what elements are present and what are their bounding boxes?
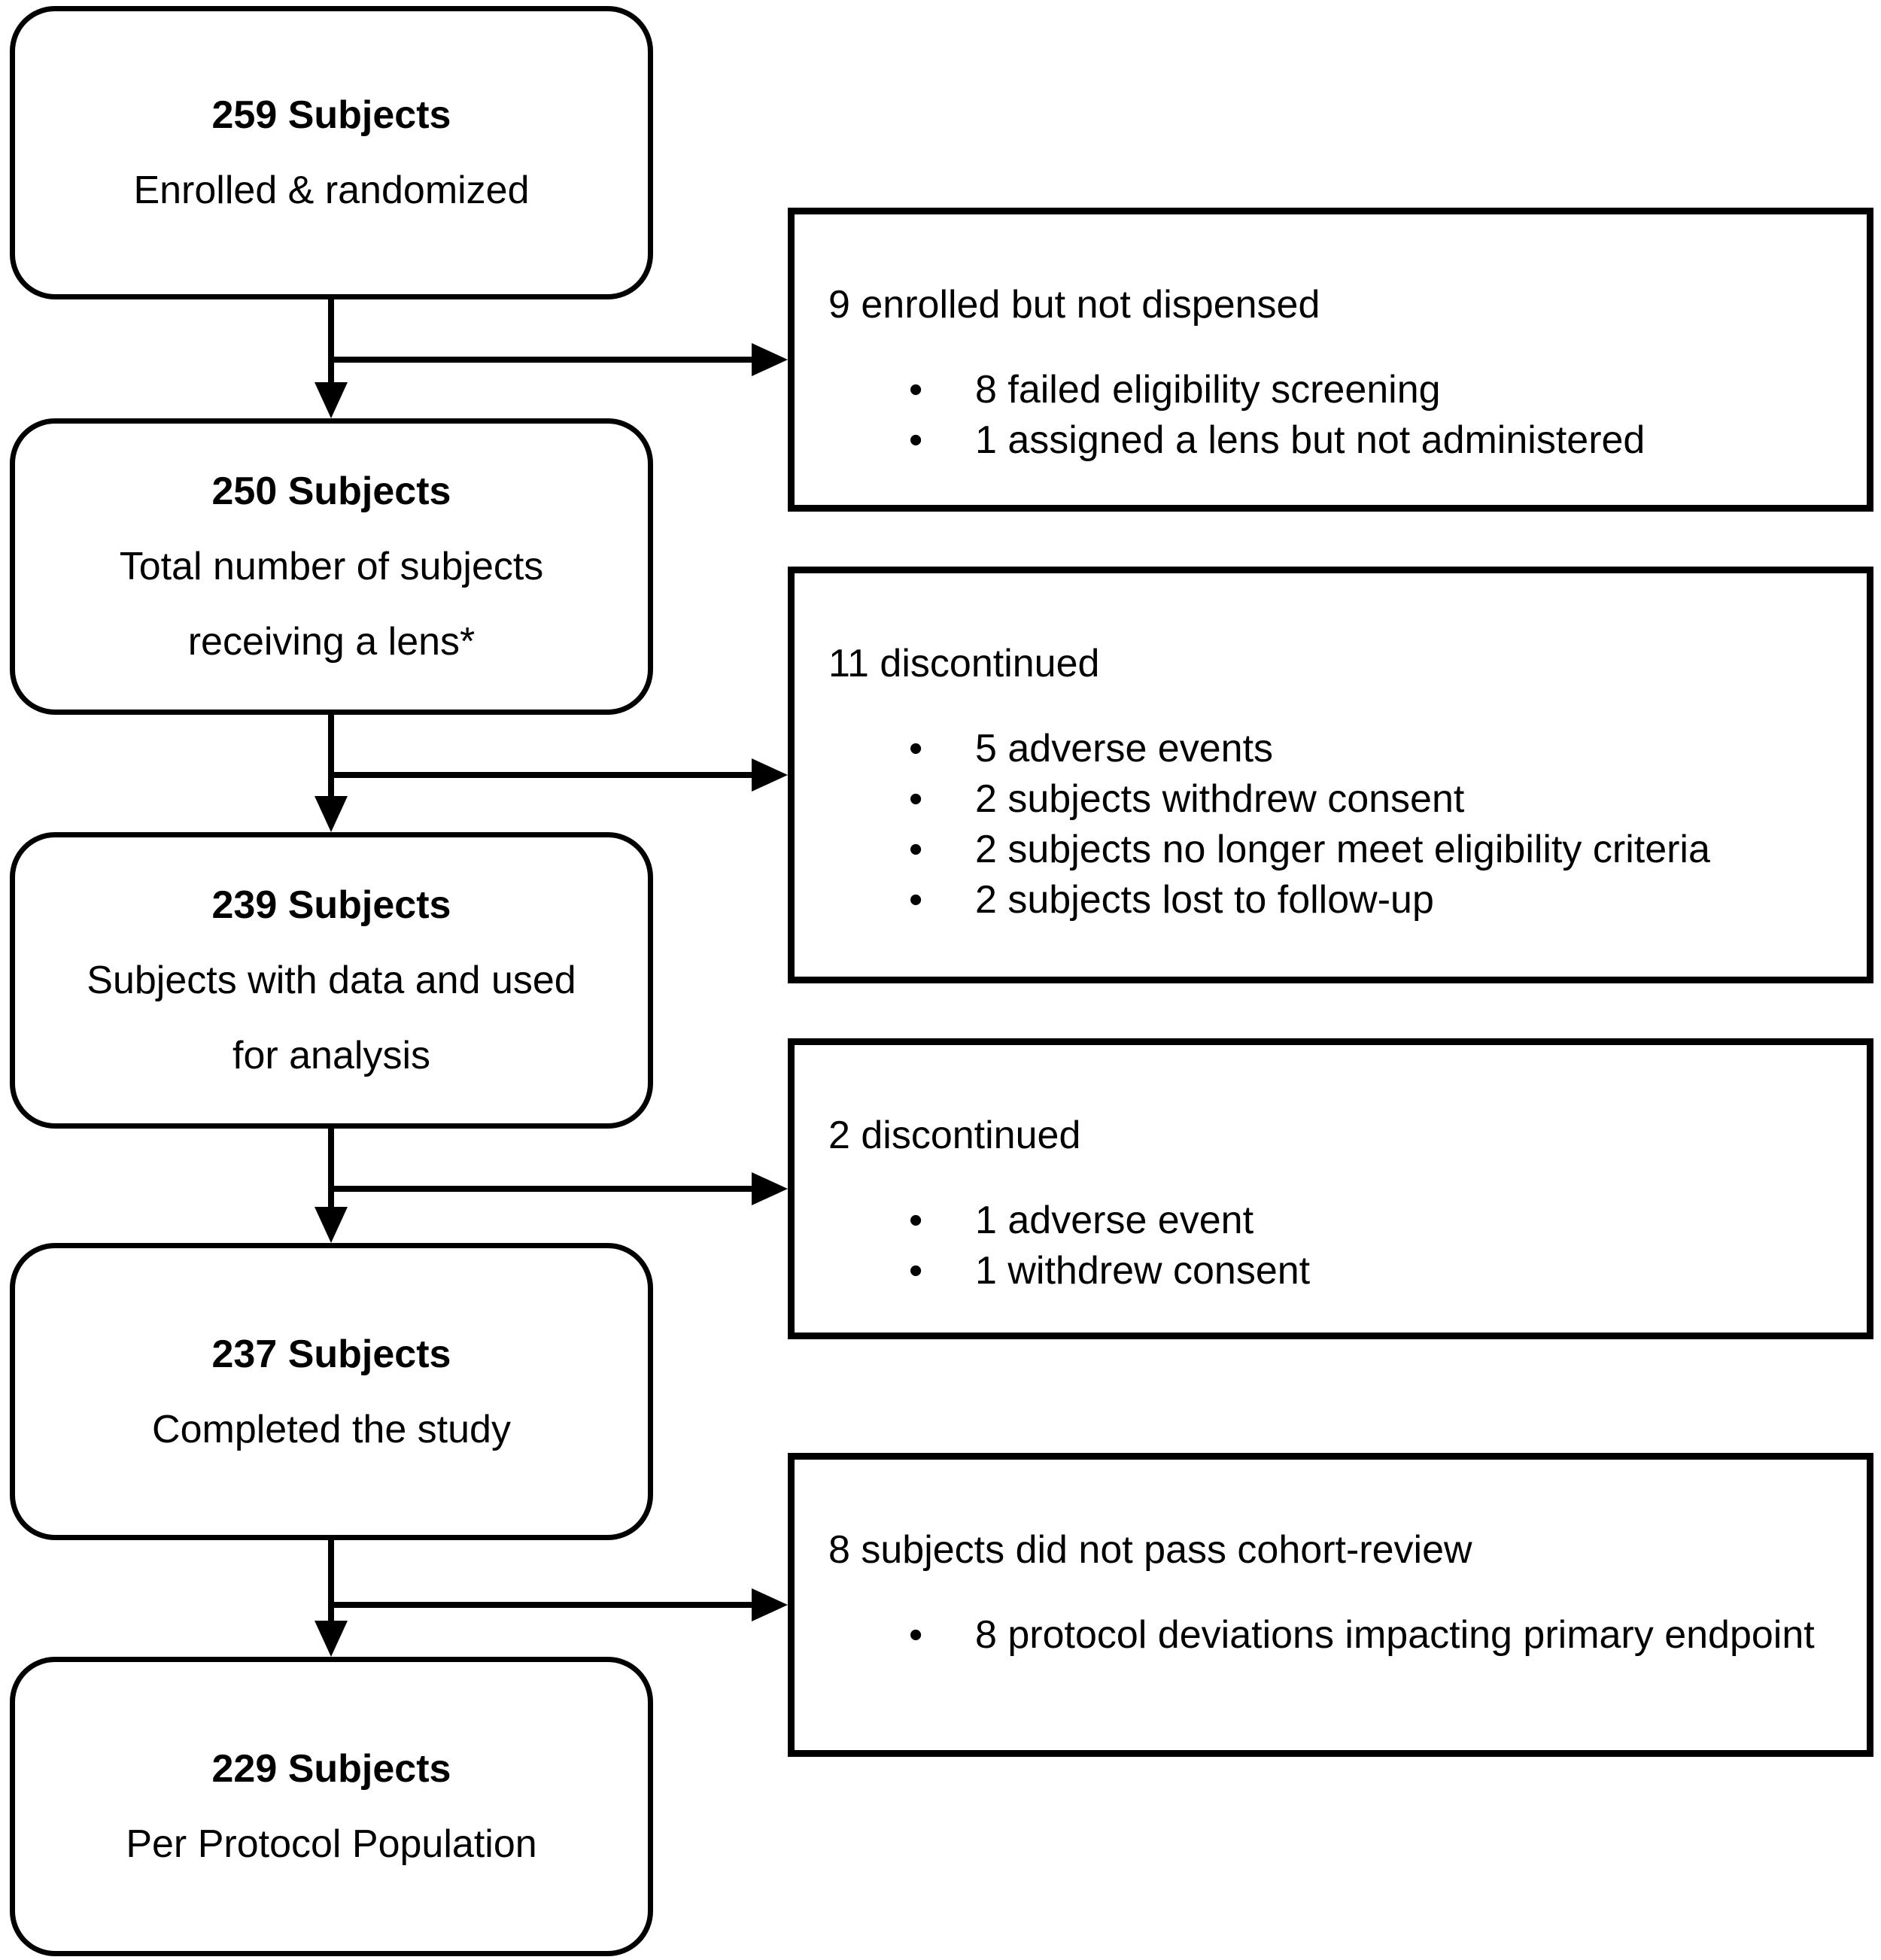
side-box-bullet-list: • 8 protocol deviations impacting primary… [795,1610,1867,1661]
flow-box-completed: 237 Subjects Completed the study [10,1243,653,1540]
bullet-marker: • [909,368,923,412]
connector-line [328,298,334,385]
connector-line [328,1127,334,1210]
bullet-text: 1 adverse event [975,1199,1254,1242]
bullet-item: • 1 withdrew consent [909,1246,1822,1296]
box-title: 250 Subjects [211,469,451,513]
side-box-not-dispensed: 9 enrolled but not dispensed • 8 failed e… [788,208,1873,512]
bullet-item: • 5 adverse events [909,724,1822,774]
down-arrowhead-icon [315,1207,348,1243]
box-subtitle-line: receiving a lens* [187,620,476,664]
branch-line [329,1186,754,1192]
bullet-marker: • [909,727,923,770]
bullet-marker: • [909,1199,923,1242]
bullet-text: 1 assigned a lens but not administered [975,418,1645,462]
side-box-heading: 9 enrolled but not dispensed [828,283,1320,327]
bullet-text: 2 subjects no longer meet eligibility cr… [975,828,1710,871]
side-box-discontinued-2: 2 discontinued • 1 adverse event • 1 withd… [788,1038,1873,1339]
right-arrowhead-icon [752,1172,788,1205]
bullet-marker: • [909,777,923,821]
side-box-heading: 11 discontinued [828,642,1100,685]
box-subtitle-line: for analysis [232,1034,430,1077]
bullet-item: • 8 protocol deviations impacting primary… [909,1610,1822,1661]
flow-box-per-protocol: 229 Subjects Per Protocol Population [10,1657,653,1956]
bullet-item: • 2 subjects no longer meet eligibility c… [909,825,1822,875]
box-subtitle: Enrolled & randomized [133,169,530,212]
flow-box-enrolled: 259 Subjects Enrolled & randomized [10,6,653,299]
branch-line [329,357,754,363]
side-box-bullet-list: • 1 adverse event • 1 withdrew consent [795,1196,1867,1296]
side-box-discontinued-11: 11 discontinued • 5 adverse events • 2 sub… [788,567,1873,983]
side-box-heading: 2 discontinued [828,1114,1081,1157]
side-box-bullet-list: • 8 failed eligibility screening • 1 assig… [795,365,1867,466]
bullet-text: 8 protocol deviations impacting primary … [975,1613,1815,1657]
bullet-item: • 1 adverse event [909,1196,1822,1246]
down-arrowhead-icon [315,796,348,832]
box-title: 229 Subjects [211,1747,451,1791]
bullet-item: • 2 subjects lost to follow-up [909,875,1822,925]
bullet-text: 2 subjects withdrew consent [975,777,1465,821]
bullet-text: 2 subjects lost to follow-up [975,878,1434,922]
right-arrowhead-icon [752,758,788,792]
bullet-text: 5 adverse events [975,727,1274,770]
side-box-bullet-list: • 5 adverse events • 2 subjects withdrew c… [795,724,1867,925]
right-arrowhead-icon [752,1588,788,1621]
bullet-item: • 8 failed eligibility screening [909,365,1822,415]
flow-box-analysis: 239 Subjects Subjects with data and used… [10,832,653,1129]
bullet-item: • 2 subjects withdrew consent [909,774,1822,825]
bullet-item: • 1 assigned a lens but not administered [909,415,1822,466]
box-title: 237 Subjects [211,1332,451,1376]
down-arrowhead-icon [315,382,348,418]
side-box-cohort-review: 8 subjects did not pass cohort-review • 8… [788,1453,1873,1757]
bullet-marker: • [909,418,923,462]
side-box-heading: 8 subjects did not pass cohort-review [828,1528,1472,1572]
bullet-text: 1 withdrew consent [975,1249,1311,1293]
bullet-marker: • [909,1249,923,1293]
bullet-marker: • [909,878,923,922]
bullet-text: 8 failed eligibility screening [975,368,1441,412]
box-subtitle-line: Total number of subjects [119,545,544,588]
down-arrowhead-icon [315,1621,348,1657]
right-arrowhead-icon [752,343,788,376]
box-subtitle: Per Protocol Population [126,1822,537,1866]
bullet-marker: • [909,828,923,871]
box-subtitle: Completed the study [152,1407,511,1451]
connector-line [328,1539,334,1624]
branch-line [329,772,754,778]
bullet-marker: • [909,1613,923,1657]
box-title: 239 Subjects [211,883,451,927]
box-subtitle-line: Subjects with data and used [87,959,576,1002]
box-title: 259 Subjects [211,93,451,137]
connector-line [328,713,334,799]
flow-box-receiving-lens: 250 Subjects Total number of subjects re… [10,418,653,715]
branch-line [329,1602,754,1608]
